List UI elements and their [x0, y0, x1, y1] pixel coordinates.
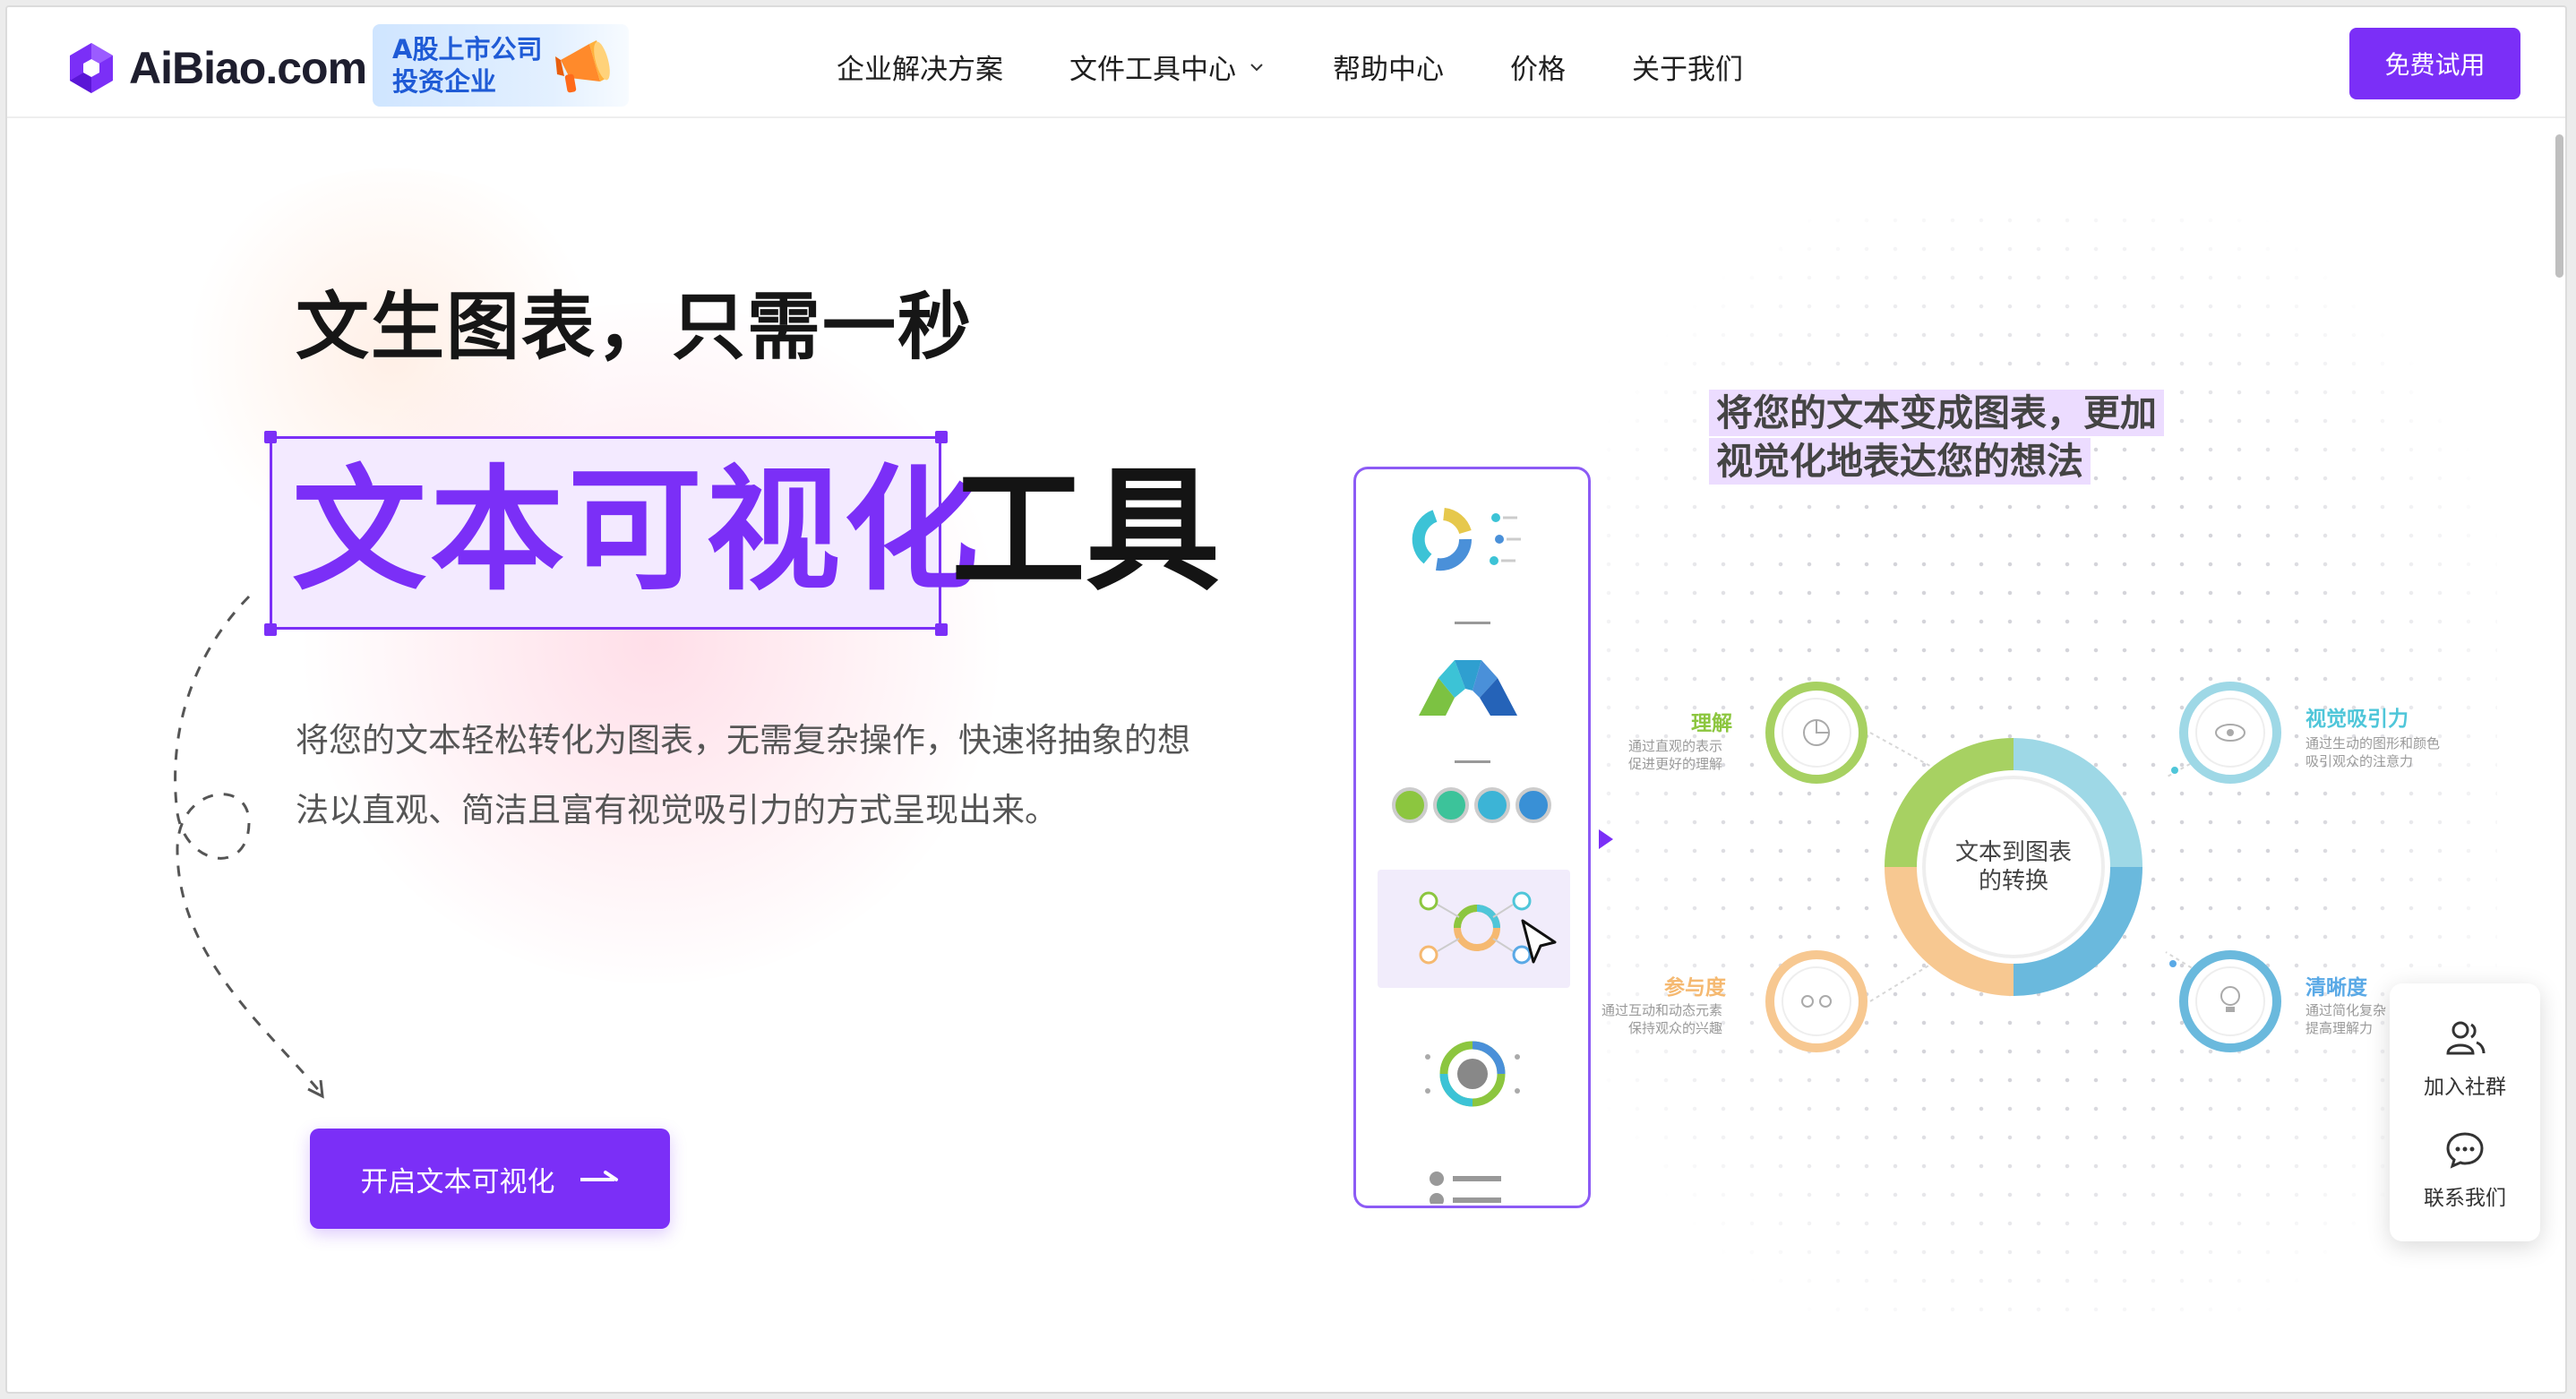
- node-title: 视觉吸引力: [2306, 708, 2409, 731]
- mouse-cursor-icon: [1521, 919, 1557, 964]
- browser-viewport: AiBiao.com A股上市公司投资企业 企业解决方案 文件工具中心 帮助中心…: [5, 5, 2567, 1394]
- chevron-down-icon: [1250, 63, 1263, 71]
- hero-highlight-tail: 工具: [951, 453, 1221, 609]
- logo-icon: [70, 43, 113, 93]
- hero-description: 将您的文本轻松转化为图表，无需复杂操作，快速将抽象的想法以直观、简洁且富有视觉吸…: [296, 721, 1190, 829]
- site-header: AiBiao.com A股上市公司投资企业 企业解决方案 文件工具中心 帮助中心…: [7, 7, 2565, 118]
- start-visualization-button[interactable]: 开启文本可视化: [310, 1129, 670, 1229]
- node-desc: 通过直观的表示促进更好的理解: [1628, 738, 1723, 772]
- template-panel: [1353, 467, 1591, 1208]
- cycle-template-thumbnail[interactable]: [1401, 496, 1535, 586]
- arrow-right-icon: [580, 1171, 618, 1181]
- users-icon: [2446, 1021, 2486, 1055]
- chat-bubble-icon: [2446, 1132, 2484, 1169]
- nav-file-tools[interactable]: 文件工具中心: [1069, 47, 1267, 87]
- node-desc: 通过简化复杂提高理解力: [2306, 1002, 2387, 1036]
- hero-title: 文生图表，只需一秒: [296, 285, 974, 370]
- selection-handle: [935, 431, 948, 443]
- join-community-label: 加入社群: [2424, 1076, 2506, 1099]
- selection-handle: [935, 623, 948, 636]
- floating-contact-widget: 加入社群 联系我们: [2390, 983, 2540, 1241]
- node-desc: 通过互动和动态元素保持观众的兴趣: [1601, 1002, 1723, 1036]
- selected-template-highlight: [1378, 870, 1570, 988]
- radial-template-thumbnail[interactable]: [1387, 881, 1567, 980]
- node-title: 参与度: [1664, 976, 1726, 1000]
- contact-us-button[interactable]: 联系我们: [2390, 1127, 2540, 1211]
- quote-line-2: 视觉化地表达您的想法: [1709, 438, 2091, 485]
- nav-solutions[interactable]: 企业解决方案: [837, 54, 1003, 86]
- hero-glow-decoration: [303, 303, 1001, 983]
- scrollbar-thumb[interactable]: [2555, 134, 2563, 278]
- donut-template-thumbnail[interactable]: [1410, 1025, 1535, 1123]
- selection-handle: [264, 431, 277, 443]
- main-nav: 企业解决方案 文件工具中心 帮助中心 价格 关于我们: [837, 47, 1809, 87]
- text-to-chart-diagram: [1765, 682, 2281, 1052]
- start-visualization-label: 开启文本可视化: [360, 1165, 555, 1198]
- diagram-center-label: 文本到图表的转换: [1954, 839, 2072, 895]
- free-trial-button[interactable]: 免费试用: [2349, 28, 2520, 99]
- nav-help[interactable]: 帮助中心: [1333, 54, 1444, 86]
- nav-pricing[interactable]: 价格: [1510, 54, 1566, 86]
- node-desc: 通过生动的图形和颜色吸引观众的注意力: [2306, 735, 2441, 769]
- contact-us-label: 联系我们: [2424, 1187, 2506, 1210]
- divider-icon: [1455, 622, 1490, 624]
- badge-text: A股上市公司投资企业: [392, 34, 543, 97]
- quote-line-1: 将您的文本变成图表，更加: [1709, 390, 2164, 436]
- site-logo[interactable]: AiBiao.com: [63, 39, 367, 97]
- selection-handle: [264, 623, 277, 636]
- divider-icon: [1455, 760, 1490, 763]
- logo-text: AiBiao.com: [129, 43, 367, 93]
- nav-about[interactable]: 关于我们: [1632, 54, 1743, 86]
- megaphone-icon: [555, 40, 610, 93]
- node-title: 清晰度: [2306, 976, 2367, 1000]
- illustration-quote: 将您的文本变成图表，更加 视觉化地表达您的想法: [1709, 389, 2164, 485]
- join-community-button[interactable]: 加入社群: [2390, 1016, 2540, 1100]
- dashed-arrow-decoration: [174, 595, 324, 1099]
- list-template-thumbnail[interactable]: [1428, 1168, 1526, 1204]
- page-scrollbar[interactable]: [2553, 118, 2565, 1390]
- listed-company-badge[interactable]: A股上市公司投资企业: [373, 24, 629, 107]
- hero-highlight-text: 文本可视化: [292, 453, 983, 609]
- node-title: 理解: [1691, 712, 1732, 735]
- fan-template-thumbnail[interactable]: [1401, 644, 1535, 725]
- circles-template-thumbnail[interactable]: [1383, 778, 1562, 832]
- play-arrow-icon: [1599, 829, 1613, 849]
- highlight-selection-box: [270, 436, 941, 630]
